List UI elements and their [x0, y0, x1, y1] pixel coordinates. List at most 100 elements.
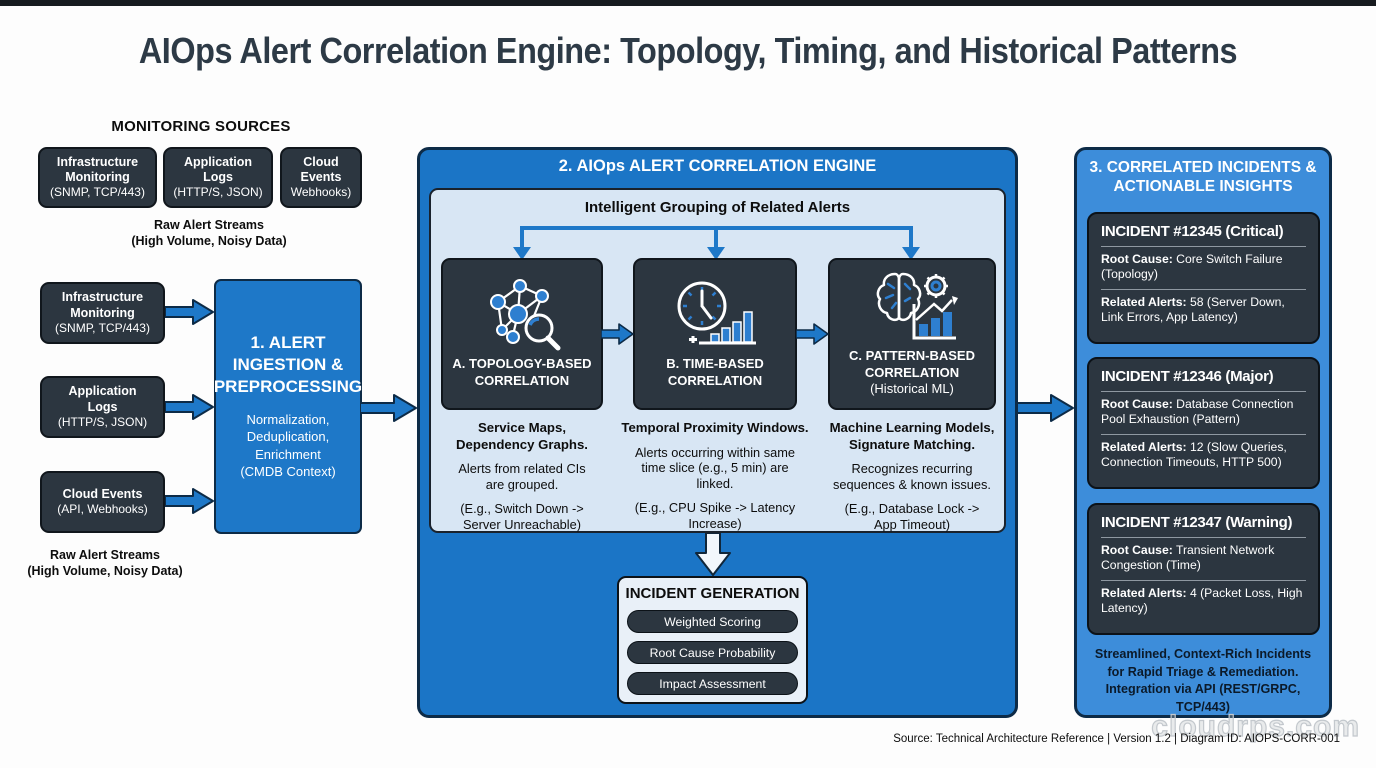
- related-alerts-text: 58 (Server Down, Link Errors, App Latenc…: [1101, 294, 1285, 325]
- incident-related-alerts: Related Alerts: 4 (Packet Loss, High Lat…: [1101, 586, 1306, 617]
- ingestion-title: 1. ALERT INGESTION & PREPROCESSING: [213, 333, 363, 397]
- page-title: AIOps Alert Correlation Engine: Topology…: [138, 30, 1238, 71]
- description-example: (E.g., Switch Down -> Server Unreachable…: [460, 500, 584, 532]
- flow-arrow-icon: [165, 392, 215, 422]
- related-alerts-text: 4 (Packet Loss, High Latency): [1101, 585, 1303, 616]
- incident-title: INCIDENT #12346 (Major): [1101, 368, 1274, 385]
- branch-line: [714, 226, 718, 248]
- ingestion-body: Normalization, Deduplication, Enrichment…: [240, 411, 336, 480]
- method-label: A. TOPOLOGY-BASED CORRELATION: [452, 356, 592, 388]
- root-cause-text: Transient Network Congestion (Time): [1101, 543, 1275, 573]
- root-cause-text: Core Switch Failure (Topology): [1101, 252, 1283, 282]
- clock-bars-icon: [669, 278, 761, 352]
- description-example: (E.g., CPU Spike -> Latency Increase): [634, 500, 796, 532]
- source-box-name: Cloud Events: [300, 154, 342, 185]
- source-attribution: Source: Technical Architecture Reference…: [893, 733, 1340, 745]
- source-box-protocol: (SNMP, TCP/443): [50, 185, 145, 200]
- source-box-name: Cloud Events: [62, 487, 143, 502]
- source-box-name: Application Logs: [68, 384, 137, 414]
- divider: [1101, 288, 1306, 290]
- method-label: C. PATTERN-BASED CORRELATION: [849, 347, 975, 380]
- incident-title: INCIDENT #12347 (Warning): [1101, 514, 1293, 531]
- incident-step-root-cause-probability: Root Cause Probability: [627, 641, 798, 664]
- description-heading: Machine Learning Models, Signature Match…: [829, 420, 995, 452]
- method-sublabel: (Historical ML): [870, 381, 954, 397]
- flow-arrow-icon: [360, 392, 418, 424]
- description-body: Alerts from related CIs are grouped.: [458, 461, 586, 492]
- grouping-title: Intelligent Grouping of Related Alerts: [584, 199, 851, 216]
- method-description-time: Temporal Proximity Windows. Alerts occur…: [619, 420, 811, 532]
- related-alerts-text: 12 (Slow Queries, Connection Timeouts, H…: [1101, 439, 1287, 470]
- alert-ingestion-box: 1. ALERT INGESTION & PREPROCESSING Norma…: [214, 279, 362, 534]
- left-source-box-application: Application Logs (HTTP/S, JSON): [40, 376, 165, 438]
- root-cause-text: Database Connection Pool Exhaustion (Pat…: [1101, 397, 1294, 427]
- brain-gear-chart-icon: [864, 270, 960, 344]
- description-heading: Temporal Proximity Windows.: [621, 420, 809, 435]
- related-alerts-label: Related Alerts:: [1101, 585, 1187, 600]
- incident-root-cause: Root Cause: Database Connection Pool Exh…: [1101, 397, 1306, 428]
- incident-root-cause: Root Cause: Transient Network Congestion…: [1101, 543, 1306, 574]
- method-box-pattern: C. PATTERN-BASED CORRELATION (Historical…: [828, 258, 996, 410]
- left-source-box-cloud: Cloud Events (API, Webhooks): [40, 471, 165, 533]
- method-description-topology: Service Maps, Dependency Graphs. Alerts …: [426, 420, 618, 533]
- method-description-pattern: Machine Learning Models, Signature Match…: [816, 420, 1008, 533]
- arrow-down-icon: [513, 247, 531, 260]
- divider: [1101, 391, 1306, 392]
- flow-arrow-icon: [796, 321, 830, 347]
- incident-step-weighted-scoring: Weighted Scoring: [627, 610, 798, 633]
- source-box-protocol: (HTTP/S, JSON): [57, 414, 148, 429]
- flow-arrow-icon: [165, 297, 215, 327]
- source-box-name: Infrastructure Monitoring: [56, 154, 139, 185]
- method-box-time: B. TIME-BASED CORRELATION: [633, 258, 797, 410]
- top-border-bar: [0, 0, 1376, 6]
- branch-line: [909, 226, 913, 248]
- arrow-down-icon: [902, 247, 920, 260]
- incident-step-impact-assessment: Impact Assessment: [627, 672, 798, 695]
- incident-related-alerts: Related Alerts: 12 (Slow Queries, Connec…: [1101, 440, 1306, 471]
- incident-card-12346: INCIDENT #12346 (Major) Root Cause: Data…: [1087, 357, 1320, 489]
- incident-card-12347: INCIDENT #12347 (Warning) Root Cause: Tr…: [1087, 503, 1320, 635]
- arrow-down-icon: [694, 533, 732, 577]
- related-alerts-label: Related Alerts:: [1101, 439, 1187, 454]
- flow-arrow-icon: [601, 321, 635, 347]
- raw-alert-streams-caption-bottom: Raw Alert Streams (High Volume, Noisy Da…: [27, 548, 183, 578]
- monitoring-sources-heading: MONITORING SOURCES: [111, 118, 291, 135]
- source-box-protocol: Webhooks): [290, 185, 352, 200]
- incident-related-alerts: Related Alerts: 58 (Server Down, Link Er…: [1101, 295, 1306, 326]
- divider: [1101, 433, 1306, 435]
- method-box-topology: A. TOPOLOGY-BASED CORRELATION: [441, 258, 603, 410]
- root-cause-label: Root Cause:: [1101, 543, 1173, 557]
- watermark: cloudrps.com: [1151, 709, 1360, 743]
- divider: [1101, 246, 1306, 247]
- incident-generation-box: INCIDENT GENERATION Weighted Scoring Roo…: [617, 576, 808, 704]
- top-source-box-cloud: Cloud Events Webhooks): [280, 147, 362, 208]
- description-example: (E.g., Database Lock -> App Timeout): [844, 500, 980, 532]
- divider: [1101, 537, 1306, 538]
- source-box-protocol: (HTTP/S, JSON): [173, 185, 263, 200]
- root-cause-label: Root Cause:: [1101, 252, 1173, 266]
- incidents-footer-text: Streamlined, Context-Rich Incidents for …: [1094, 647, 1312, 714]
- source-box-name: Infrastructure Monitoring: [61, 290, 144, 320]
- flow-arrow-icon: [1017, 392, 1075, 424]
- correlation-engine-title: 2. AIOps ALERT CORRELATION ENGINE: [558, 157, 877, 175]
- source-box-protocol: (SNMP, TCP/443): [55, 320, 150, 335]
- topology-network-icon: [476, 278, 568, 352]
- raw-alert-streams-caption-top: Raw Alert Streams (High Volume, Noisy Da…: [131, 218, 287, 248]
- correlated-incidents-title: 3. CORRELATED INCIDENTS & ACTIONABLE INS…: [1089, 159, 1317, 196]
- branch-line: [520, 226, 524, 248]
- incident-title: INCIDENT #12345 (Critical): [1101, 223, 1284, 240]
- left-source-box-infrastructure: Infrastructure Monitoring (SNMP, TCP/443…: [40, 282, 165, 344]
- top-source-box-application: Application Logs (HTTP/S, JSON): [163, 147, 273, 208]
- description-heading: Service Maps, Dependency Graphs.: [456, 420, 588, 452]
- method-label: B. TIME-BASED CORRELATION: [666, 356, 764, 388]
- top-source-box-infrastructure: Infrastructure Monitoring (SNMP, TCP/443…: [38, 147, 157, 208]
- description-body: Alerts occurring within same time slice …: [634, 444, 796, 492]
- source-box-name: Application Logs: [183, 154, 253, 185]
- related-alerts-label: Related Alerts:: [1101, 294, 1187, 309]
- incident-card-12345: INCIDENT #12345 (Critical) Root Cause: C…: [1087, 212, 1320, 344]
- incident-root-cause: Root Cause: Core Switch Failure (Topolog…: [1101, 252, 1306, 283]
- incident-generation-title: INCIDENT GENERATION: [625, 585, 800, 602]
- root-cause-label: Root Cause:: [1101, 397, 1173, 411]
- flow-arrow-icon: [165, 486, 215, 516]
